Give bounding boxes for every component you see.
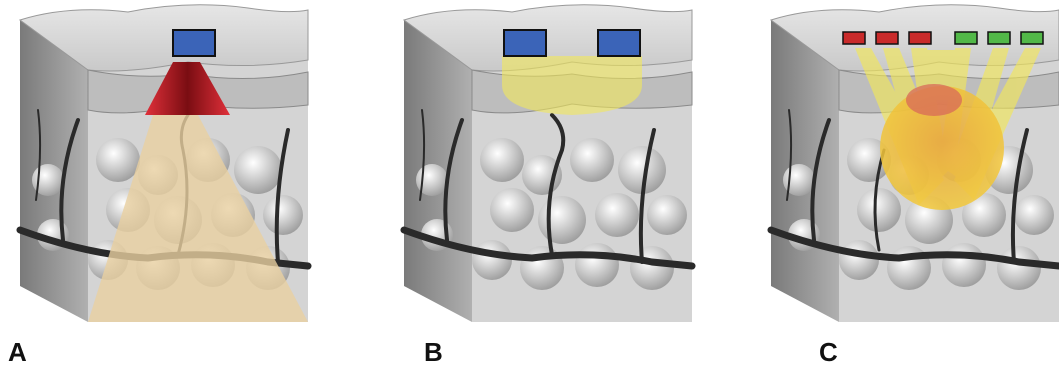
source-red-rect-2 (876, 32, 898, 44)
source-red-rect-3 (909, 32, 931, 44)
source-green-rect-3 (1021, 32, 1043, 44)
skin-cross-section-b (392, 0, 692, 330)
panel-a: A (8, 0, 308, 330)
source-green-rect-1 (955, 32, 977, 44)
panel-c: C (759, 0, 1059, 330)
shallow-heating-region (502, 56, 642, 115)
panel-label-c: C (819, 338, 838, 366)
skin-cross-section-a (8, 0, 308, 330)
source-red-rect-1 (843, 32, 865, 44)
panel-label-b: B (424, 338, 443, 366)
source-blue-rect-right (598, 30, 640, 56)
panel-label-a: A (8, 338, 27, 366)
source-green-rect-2 (988, 32, 1010, 44)
panel-b: B (392, 0, 692, 330)
source-blue-rect (173, 30, 215, 56)
skin-cross-section-c (759, 0, 1059, 330)
source-blue-rect-left (504, 30, 546, 56)
focal-core (906, 84, 962, 116)
